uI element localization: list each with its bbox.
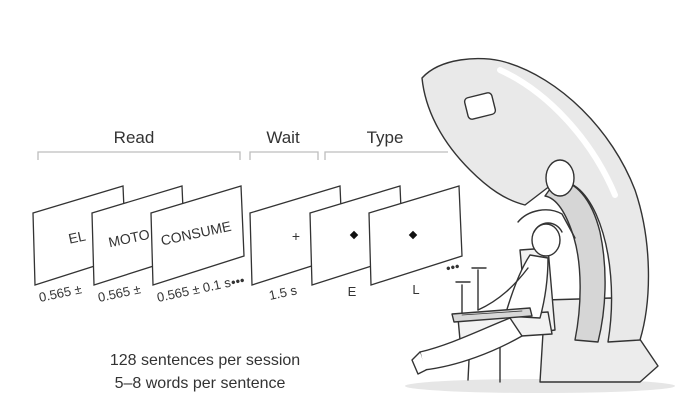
- person-hair: [533, 222, 563, 233]
- meg-scanner-illustration: [405, 57, 675, 393]
- read-ellipsis-icon: •••: [230, 272, 247, 290]
- read-timing-2: 0.565 ±: [97, 281, 142, 305]
- type-card-2: [368, 185, 463, 286]
- person-arm: [477, 267, 529, 311]
- helmet-rim: [517, 209, 576, 239]
- read-bracket: [37, 151, 241, 160]
- type-letter-1: E: [348, 284, 357, 299]
- scanner-side-port: [545, 159, 575, 197]
- person-feet: [411, 351, 427, 375]
- scanner-highlight: [497, 67, 618, 198]
- keyboard-keys: [461, 310, 523, 316]
- type-ellipsis-icon: •••: [445, 258, 462, 276]
- phase-label-wait: Wait: [266, 128, 300, 147]
- armrest-right: [471, 267, 487, 311]
- fixation-cross-icon: +: [292, 228, 300, 244]
- wait-timing: 1.5 s: [268, 282, 299, 303]
- card-frame: [150, 185, 245, 286]
- caption-line-1: 128 sentences per session: [110, 352, 300, 369]
- read-card-3: CONSUME: [150, 185, 245, 286]
- read-timing-1: 0.565 ±: [38, 281, 83, 305]
- keypress-marker-icon: [408, 230, 418, 240]
- person-head: [531, 223, 561, 257]
- card-word: EL: [67, 227, 87, 246]
- type-letter-2: L: [412, 282, 419, 297]
- phase-label-type: Type: [367, 128, 404, 147]
- scanner-inner: [544, 180, 606, 343]
- phase-brackets: [37, 151, 448, 160]
- caption-line-2: 5–8 words per sentence: [115, 375, 286, 392]
- wait-bracket: [249, 151, 319, 160]
- phase-label-read: Read: [114, 128, 155, 147]
- scanner-body: [421, 57, 650, 343]
- keypress-marker-icon: [349, 230, 359, 240]
- scanner-window: [463, 92, 497, 120]
- type-bracket: [324, 151, 448, 160]
